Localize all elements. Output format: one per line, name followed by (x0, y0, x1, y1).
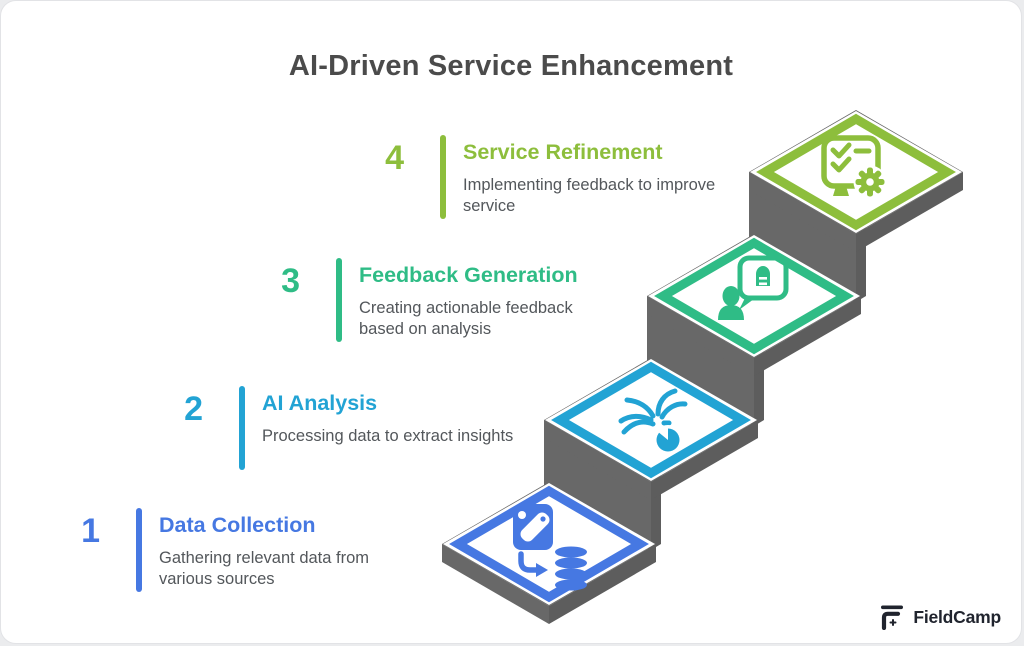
stair-step-4 (749, 110, 963, 302)
step-block-feedback-generation: 3 Feedback Generation Creating actionabl… (252, 258, 597, 342)
stair-step-3 (647, 234, 861, 426)
step-description: Implementing feedback to improve service (463, 175, 716, 215)
brand-name: FieldCamp (913, 606, 1001, 627)
step-description: Processing data to extract insights (262, 426, 514, 445)
step-title: Feedback Generation (359, 263, 578, 287)
step-title: AI Analysis (262, 391, 378, 415)
step-accent-bar (136, 508, 142, 592)
step-accent-bar (440, 135, 446, 219)
page-title: AI-Driven Service Enhancement (288, 50, 734, 82)
data-streams-pie-icon (618, 388, 688, 455)
step-title: Service Refinement (463, 140, 663, 164)
step-block-data-collection: 1 Data Collection Gathering relevant dat… (52, 508, 393, 592)
step-accent-bar (239, 386, 245, 470)
step-number: 3 (281, 262, 300, 300)
stair-step-2 (544, 358, 758, 550)
person-speech-bubble-icon (718, 255, 789, 320)
step-description: Gathering relevant data from various sou… (159, 548, 370, 588)
fieldcamp-logo-icon (881, 605, 904, 630)
stair-step-1 (442, 482, 656, 624)
step-number: 1 (81, 512, 100, 550)
file-to-database-icon (513, 504, 587, 591)
step-description: Creating actionable feedback based on an… (359, 298, 573, 338)
step-block-service-refinement: 4 Service Refinement Implementing feedba… (356, 135, 745, 219)
step-number: 4 (385, 139, 404, 177)
step-block-ai-analysis: 2 AI Analysis Processing data to extract… (155, 386, 562, 470)
checklist-gear-icon (821, 135, 887, 199)
step-accent-bar (336, 258, 342, 342)
fieldcamp-logo: FieldCamp (880, 604, 1001, 630)
step-number: 2 (184, 390, 203, 428)
step-title: Data Collection (159, 513, 316, 537)
